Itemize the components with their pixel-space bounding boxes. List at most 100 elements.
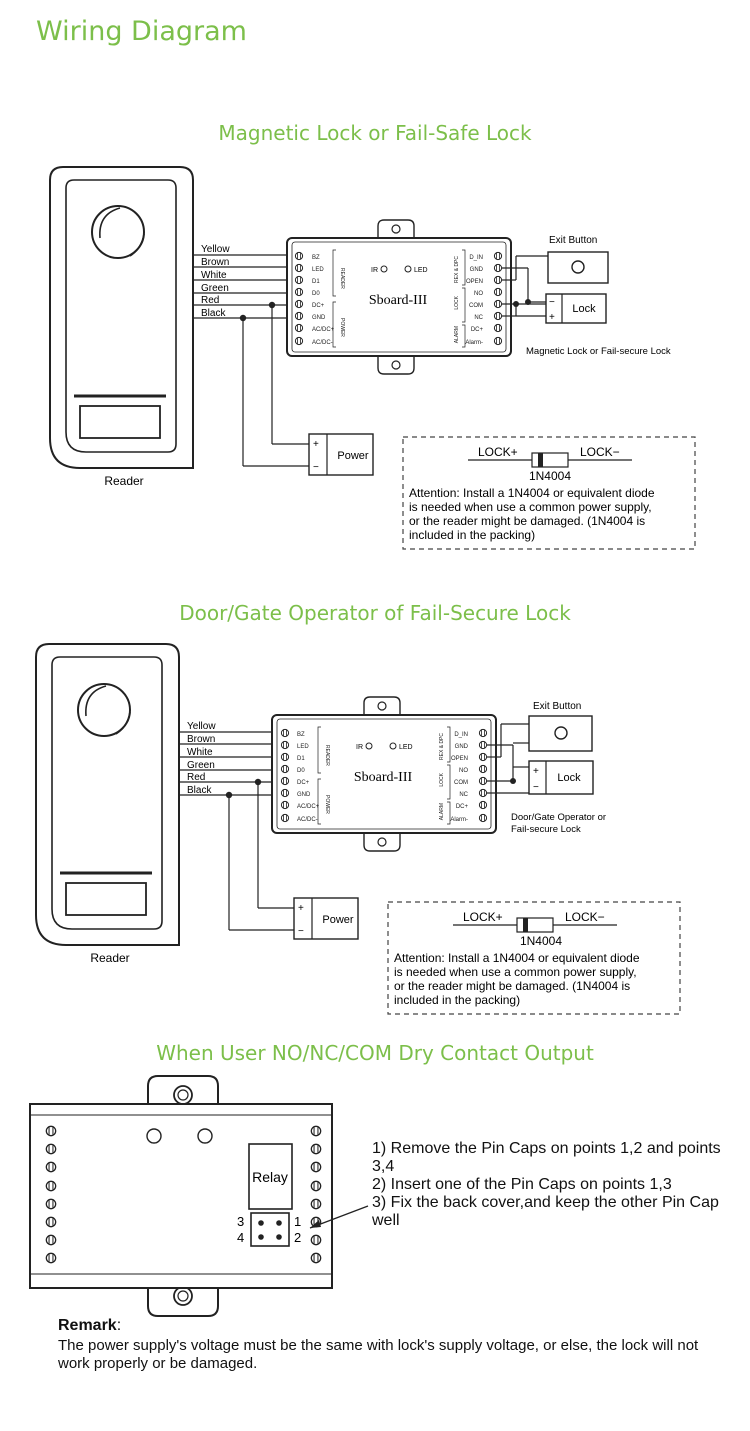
exit-button-icon [554, 726, 568, 740]
terminal-label: DC+ [297, 780, 310, 786]
pin-label: 2 [294, 1230, 301, 1245]
ir-label: IR [371, 267, 378, 274]
diode-lock-plus: LOCK+ [478, 445, 518, 459]
attention-line: or the reader might be damaged. (1N4004 … [409, 514, 645, 528]
terminal-label: LED [297, 744, 309, 750]
terminal-label: NO [459, 768, 468, 774]
relay-component [248, 1143, 293, 1210]
reader-device [35, 643, 180, 946]
exit-button-label: Exit Button [549, 235, 597, 246]
lock-minus: − [549, 297, 555, 308]
group-label: POWER [339, 318, 345, 337]
relay-label: Relay [252, 1169, 288, 1185]
wire-label: White [187, 747, 213, 758]
wire-label: Yellow [187, 721, 216, 732]
power-label: Power [322, 914, 354, 926]
diode-lock-minus: LOCK− [565, 910, 605, 924]
power-supply [308, 433, 374, 476]
led-label: LED [399, 744, 413, 751]
terminal-label: GND [470, 267, 484, 273]
terminal-label: AC/DC- [297, 817, 318, 823]
section-2-diagram: Reader Yellow Brown White Green Red Blac… [35, 643, 681, 1015]
terminal-label: D0 [312, 291, 320, 297]
terminal-label: GND [297, 792, 311, 798]
group-label: READER [324, 745, 330, 766]
pin-label: 1 [294, 1214, 301, 1229]
remark-title: Remark: [58, 1317, 121, 1335]
attention-line: Attention: Install a 1N4004 or equivalen… [409, 486, 655, 500]
wire-label: Brown [201, 257, 229, 268]
diode-part: 1N4004 [529, 469, 571, 483]
terminal-label: D_IN [469, 255, 483, 261]
group-label: REX & DPC [454, 256, 460, 283]
terminal-label: D_IN [454, 732, 468, 738]
remark-colon: : [116, 1317, 122, 1334]
terminal-label: DC+ [456, 804, 469, 810]
section-1-diagram: Reader Yellow Brown White Green Red Blac… [49, 166, 696, 550]
wire-label: Black [187, 785, 212, 796]
sboard-controller [271, 696, 497, 852]
terminal-label: OPEN [466, 279, 483, 285]
remark-heading: Remark [58, 1317, 117, 1334]
group-label: LOCK [439, 772, 445, 786]
lock-device [528, 760, 594, 795]
led-label: LED [414, 267, 428, 274]
group-label: POWER [324, 795, 330, 814]
attention-line: or the reader might be damaged. (1N4004 … [394, 979, 630, 993]
step-item: 2) Insert one of the Pin Caps on points … [372, 1176, 672, 1193]
sboard-controller [286, 219, 512, 375]
terminal-label: LED [312, 267, 324, 273]
diode-lock-minus: LOCK− [580, 445, 620, 459]
ir-label: IR [356, 744, 363, 751]
attention-line: is needed when use a common power supply… [394, 965, 637, 979]
group-label: REX & DPC [439, 733, 445, 760]
exit-button-label: Exit Button [533, 701, 581, 712]
diode-lock-plus: LOCK+ [463, 910, 503, 924]
terminal-label: NC [459, 792, 468, 798]
power-plus: + [313, 439, 319, 450]
remark-text: The power supply's voltage must be the s… [58, 1337, 699, 1372]
terminal-label: BZ [297, 732, 305, 738]
power-minus: − [313, 462, 319, 473]
terminal-label: Alarm- [450, 817, 468, 823]
exit-button-icon [571, 260, 585, 274]
lock-device [545, 293, 607, 324]
terminal-label: DC+ [312, 303, 325, 309]
terminal-label: OPEN [451, 756, 468, 762]
section-3-title: When User NO/NC/COM Dry Contact Output [156, 1041, 594, 1065]
reader-label: Reader [104, 474, 143, 488]
lock-plus: + [533, 766, 539, 777]
lock-plus: + [549, 312, 555, 323]
pin-header [250, 1212, 290, 1247]
pin-label: 3 [237, 1214, 244, 1229]
terminal-label: NC [474, 315, 483, 321]
board-name: Sboard-III [354, 770, 413, 785]
terminal-label: GND [312, 315, 326, 321]
terminal-label: COM [454, 780, 468, 786]
wire-label: Green [187, 760, 215, 771]
terminal-label: D1 [312, 279, 320, 285]
attention-line: Attention: Install a 1N4004 or equivalen… [394, 951, 640, 965]
wire-label: Red [201, 295, 219, 306]
wire-label: Red [187, 772, 205, 783]
terminal-label: Alarm- [465, 340, 483, 346]
terminal-label: D1 [297, 756, 305, 762]
group-label: ALARM [439, 803, 445, 820]
power-minus: − [298, 926, 304, 937]
terminal-label: COM [469, 303, 483, 309]
attention-line: included in the packing) [394, 993, 520, 1007]
section-3-diagram: Relay 3 1 4 2 [29, 1075, 369, 1317]
instruction-steps: 1) Remove the Pin Caps on points 1,2 and… [372, 1140, 732, 1230]
attention-line: included in the packing) [409, 528, 535, 542]
pin-label: 4 [237, 1230, 244, 1245]
lock-caption: Fail-secure Lock [511, 824, 581, 835]
wire-label: Green [201, 283, 229, 294]
terminal-label: BZ [312, 255, 320, 261]
group-label: READER [339, 268, 345, 289]
attention-box [387, 901, 681, 1015]
diode-icon [516, 917, 554, 933]
page-title: Wiring Diagram [36, 16, 247, 47]
terminal-label: AC/DC+ [297, 804, 320, 810]
wire-label: White [201, 270, 227, 281]
